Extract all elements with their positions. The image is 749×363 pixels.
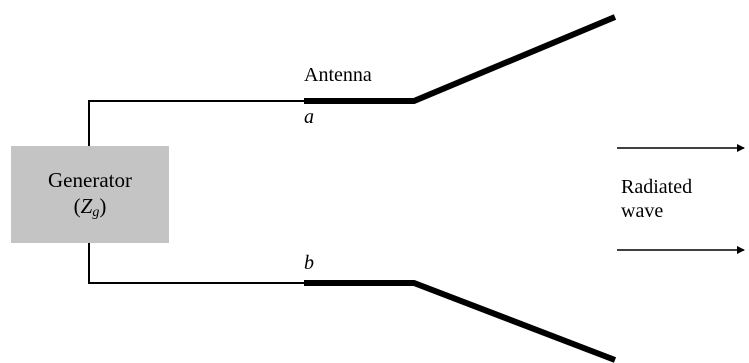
- radiated-wave-label: Radiated wave: [621, 175, 692, 223]
- lower-transmission-line: [88, 243, 305, 284]
- generator-box: Generator (Zg): [11, 146, 169, 243]
- impedance-subscript: g: [92, 205, 100, 221]
- generator-label: Generator: [48, 168, 132, 193]
- antenna-upper-arm: [304, 14, 617, 104]
- generator-impedance: (Zg): [73, 194, 107, 221]
- upper-transmission-line: [88, 100, 305, 146]
- radiated-wave-line2: wave: [621, 200, 664, 222]
- radiated-wave-line1: Radiated: [621, 176, 693, 198]
- impedance-symbol: Z: [80, 194, 93, 219]
- antenna-lower-arm: [304, 280, 617, 363]
- terminal-b-label: b: [304, 252, 314, 274]
- antenna-label: Antenna: [304, 64, 372, 86]
- terminal-a-label: a: [304, 106, 314, 128]
